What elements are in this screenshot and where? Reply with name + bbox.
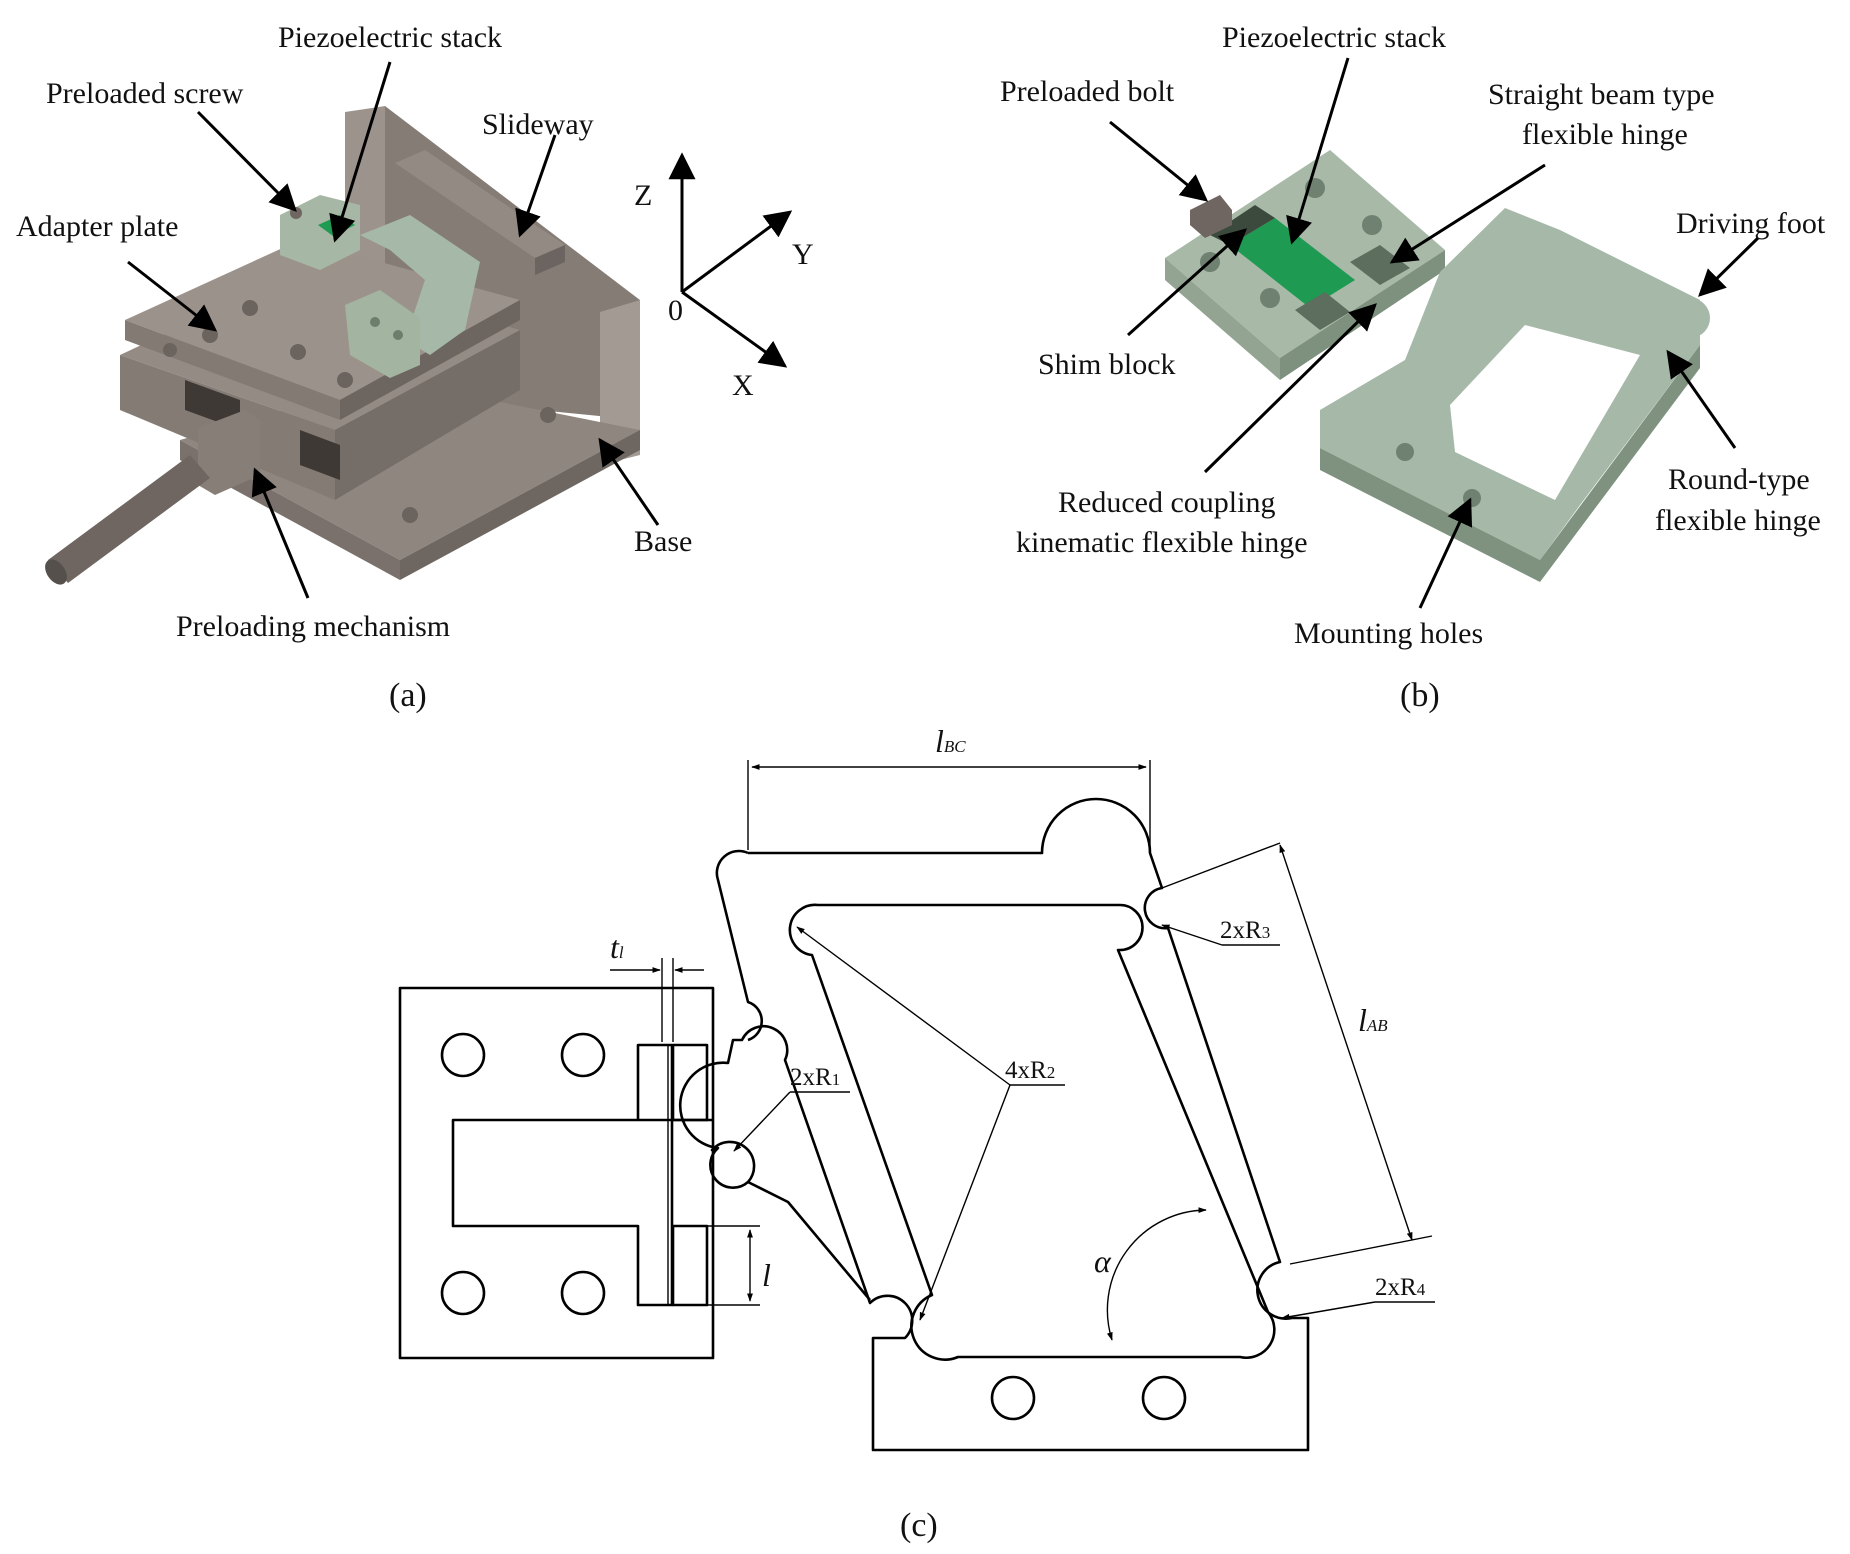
slot-window bbox=[300, 430, 340, 480]
shim-rect-top bbox=[671, 1043, 709, 1122]
label-straight-beam-2: flexible hinge bbox=[1522, 118, 1688, 151]
label-piezoelectric-stack-b: Piezoelectric stack bbox=[1222, 21, 1446, 54]
hole-icon bbox=[440, 1270, 486, 1316]
slideway-rail-side bbox=[535, 245, 565, 275]
hole-icon bbox=[990, 1375, 1036, 1421]
dim-lbc: lBC bbox=[935, 723, 966, 759]
straight-beam-slot bbox=[1350, 245, 1410, 285]
label-driving-foot: Driving foot bbox=[1676, 207, 1826, 240]
hinge-frame-side bbox=[1320, 345, 1700, 582]
label-round-type-2: flexible hinge bbox=[1655, 504, 1821, 537]
hole-icon bbox=[1141, 1375, 1187, 1421]
hole-icon bbox=[440, 1032, 486, 1078]
preload-rod-tip bbox=[45, 559, 67, 585]
label-slideway: Slideway bbox=[482, 108, 594, 141]
axis-y-label: Y bbox=[792, 238, 814, 271]
label-base: Base bbox=[634, 525, 692, 558]
bolt-icon bbox=[163, 343, 177, 357]
straight-beam-slot bbox=[1295, 292, 1350, 330]
label-preloading-mechanism: Preloading mechanism bbox=[176, 610, 450, 643]
hole-icon bbox=[560, 1032, 606, 1078]
base-side bbox=[600, 300, 640, 465]
adapter-plate-front bbox=[340, 300, 520, 420]
hole-icon bbox=[1396, 443, 1414, 461]
housing-left bbox=[1165, 258, 1280, 380]
panel-a-leaders bbox=[127, 61, 660, 599]
piezo-stack-green bbox=[1230, 218, 1355, 308]
axis-x-label: X bbox=[732, 369, 754, 402]
panel-a: Z Y X 0 Piezoelectric stack Preloaded sc… bbox=[16, 21, 814, 714]
dim-2xr3: 2xR3 bbox=[1220, 917, 1270, 944]
adapter-plate-left bbox=[125, 320, 340, 420]
hole-icon bbox=[1463, 489, 1481, 507]
lower-block-front bbox=[335, 330, 520, 500]
caption-a: (a) bbox=[389, 677, 427, 714]
label-mounting-holes: Mounting holes bbox=[1294, 617, 1483, 650]
bolt-icon bbox=[540, 407, 556, 423]
dimension-lines bbox=[610, 760, 1435, 1341]
label-adapter-plate: Adapter plate bbox=[16, 210, 178, 243]
axis-origin-label: 0 bbox=[668, 294, 683, 327]
frame-outer-outline bbox=[678, 797, 1310, 1452]
label-preloaded-bolt: Preloaded bolt bbox=[1000, 75, 1175, 108]
dim-alpha: α bbox=[1094, 1243, 1112, 1279]
label-piezoelectric-stack-a: Piezoelectric stack bbox=[278, 21, 502, 54]
hole-icon bbox=[560, 1270, 606, 1316]
axis-z-label: Z bbox=[634, 179, 652, 212]
shim-rect-bottom bbox=[671, 1224, 709, 1307]
dim-t: tl bbox=[610, 929, 624, 965]
base-plate-front bbox=[400, 430, 640, 580]
dim-lab: lAB bbox=[1358, 1002, 1388, 1038]
label-straight-beam-1: Straight beam type bbox=[1488, 78, 1715, 111]
dim-2xr4: 2xR4 bbox=[1375, 1274, 1426, 1301]
caption-c: (c) bbox=[900, 1507, 938, 1544]
hinge-frame bbox=[360, 215, 480, 355]
bolt-icon bbox=[337, 372, 353, 388]
preload-bracket bbox=[198, 410, 260, 495]
adapter-plate-top bbox=[125, 240, 520, 400]
hinge-rendering bbox=[1165, 150, 1710, 582]
coordinate-axes: Z Y X 0 bbox=[634, 152, 814, 402]
housing-channel bbox=[451, 1043, 713, 1307]
caption-b: (b) bbox=[1400, 677, 1440, 714]
dim-2xr1: 2xR1 bbox=[790, 1064, 840, 1091]
preload-rod bbox=[48, 455, 210, 583]
stage-rendering bbox=[45, 106, 640, 585]
driving-foot-icon bbox=[1670, 298, 1710, 338]
panel-b: Piezoelectric stack Preloaded bolt Strai… bbox=[1000, 21, 1826, 714]
preloaded-bolt bbox=[1190, 195, 1232, 238]
bolt-icon bbox=[290, 344, 306, 360]
label-round-type-1: Round-type bbox=[1668, 463, 1810, 496]
label-reduced-coupling-2: kinematic flexible hinge bbox=[1016, 526, 1308, 559]
hole-icon bbox=[1260, 288, 1280, 308]
panel-c: lBC lAB tl l α 2xR1 4xR2 2xR3 2xR4 (c) bbox=[398, 723, 1435, 1544]
technical-drawing bbox=[398, 797, 1310, 1452]
hinge-frame-b bbox=[1320, 208, 1700, 560]
dim-4xr2: 4xR2 bbox=[1005, 1057, 1055, 1084]
panel-b-leaders bbox=[1109, 57, 1760, 609]
bolt-icon bbox=[370, 317, 380, 327]
hinge-foot-block bbox=[345, 290, 420, 378]
bolt-icon bbox=[242, 300, 258, 316]
label-preloaded-screw: Preloaded screw bbox=[46, 77, 244, 110]
frame-inner-outline bbox=[788, 903, 1276, 1361]
bolt-icon bbox=[202, 327, 218, 343]
label-shim-block: Shim block bbox=[1038, 348, 1176, 381]
hole-icon bbox=[1362, 215, 1382, 235]
dim-l: l bbox=[762, 1257, 771, 1293]
bolt-icon bbox=[393, 330, 403, 340]
label-reduced-coupling-1: Reduced coupling bbox=[1058, 486, 1275, 519]
bolt-icon bbox=[402, 507, 418, 523]
